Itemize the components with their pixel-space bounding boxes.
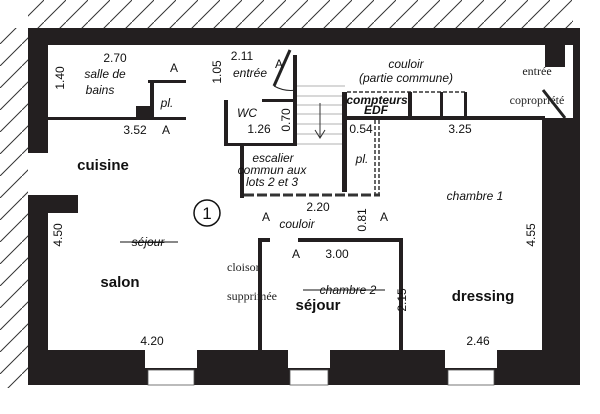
room-escalier-3: lots 2 et 3 — [246, 175, 298, 189]
room-couloir-commun-2: (partie commune) — [359, 71, 453, 85]
dim-bath-width: 2.70 — [103, 51, 127, 65]
room-salon: salon — [100, 274, 139, 291]
dim-couloir-length: 2.20 — [306, 200, 330, 214]
marker-a: A — [262, 210, 270, 224]
dim-sejour-depth: 2.15 — [395, 288, 409, 312]
room-escalier-2: commun aux — [238, 163, 308, 177]
dim-wc-depth: 0.70 — [279, 108, 293, 132]
marker-a: A — [170, 61, 178, 75]
cloison-label-2: supprimée — [227, 289, 277, 303]
hatched-exterior-left — [0, 28, 28, 388]
dim-placard-width: 0.54 — [349, 122, 373, 136]
room-wc: WC — [237, 106, 257, 120]
lot-number: 1 — [202, 204, 211, 223]
hatched-exterior-top — [28, 0, 573, 28]
entree-copropriete-label-2: copropriété — [510, 93, 565, 107]
room-placard-2: pl. — [355, 152, 369, 166]
room-compteurs-2: EDF — [364, 103, 389, 117]
dim-bath-depth: 1.40 — [53, 66, 67, 90]
room-couloir: couloir — [279, 217, 315, 231]
dim-chambre1-depth: 4.55 — [524, 223, 538, 247]
dim-dressing-width: 2.46 — [466, 334, 490, 348]
marker-a: A — [275, 57, 283, 71]
room-entree: entrée — [233, 66, 267, 80]
room-chambre-1: chambre 1 — [447, 189, 504, 203]
dim-bath-wall: 3.52 — [123, 123, 147, 137]
room-placard: pl. — [160, 96, 174, 110]
lot-number-circle — [193, 199, 221, 227]
dim-salon-width: 4.20 — [140, 334, 164, 348]
room-couloir-commun: couloir — [388, 57, 424, 71]
room-escalier: escalier — [252, 151, 294, 165]
dimensions: 2.70 1.40 3.52 1.05 2.11 0.70 1.26 0.54 … — [51, 49, 538, 348]
walls — [28, 28, 580, 386]
dim-sejour-width: 3.00 — [325, 247, 349, 261]
annotations: entrée copropriété cloison supprimée A A… — [162, 57, 564, 303]
dim-entree-depth: 1.05 — [210, 60, 224, 84]
room-salle-de-bains-2: bains — [86, 83, 115, 97]
marker-a: A — [380, 210, 388, 224]
entree-copropriete-label: entrée — [522, 64, 551, 78]
dim-chambre1-width: 3.25 — [448, 122, 472, 136]
room-dressing: dressing — [452, 288, 515, 305]
dim-salon-depth: 4.50 — [51, 223, 65, 247]
room-sejour: séjour — [295, 297, 340, 314]
dim-wc-width: 1.26 — [247, 122, 271, 136]
marker-a: A — [292, 247, 300, 261]
dim-couloir-width: 0.81 — [355, 208, 369, 232]
marker-a: A — [162, 123, 170, 137]
room-compteurs: compteurs — [346, 93, 408, 107]
cloison-label: cloison — [227, 260, 262, 274]
room-labels: salle de bains pl. entrée WC couloir (pa… — [77, 57, 514, 314]
dim-entree-width: 2.11 — [231, 49, 254, 63]
room-salle-de-bains: salle de — [84, 67, 126, 81]
room-cuisine: cuisine — [77, 157, 129, 174]
